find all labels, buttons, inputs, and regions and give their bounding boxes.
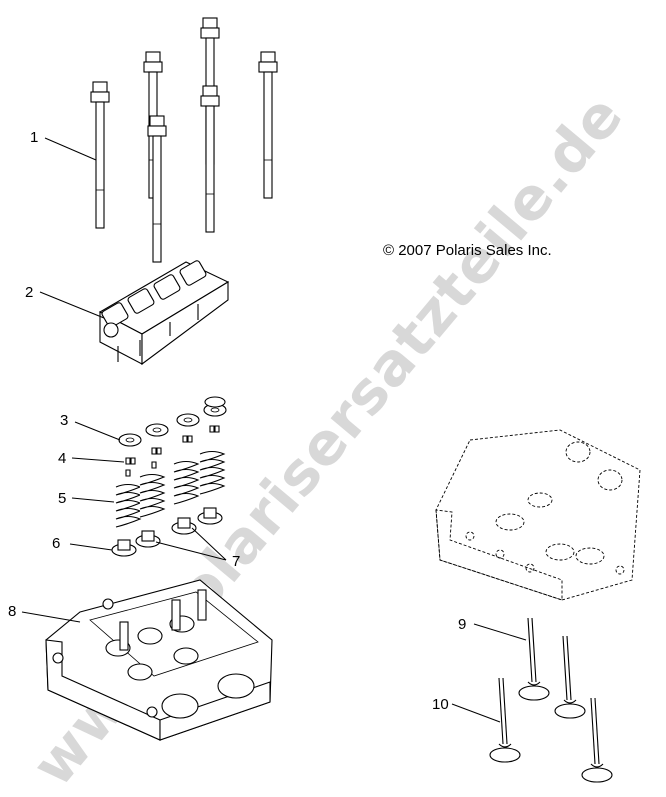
callout-4: 4	[58, 450, 66, 467]
callout-10: 10	[432, 696, 449, 713]
callout-2: 2	[25, 284, 33, 301]
callout-6: 6	[52, 535, 60, 552]
valve-springs	[115, 450, 226, 528]
callout-9: 9	[458, 616, 466, 633]
spring-seats-and-seals	[111, 507, 223, 557]
head-bolt	[90, 81, 110, 229]
callout-3: 3	[60, 412, 68, 429]
reference-cylinder-head	[435, 429, 641, 601]
callout-5: 5	[58, 490, 66, 507]
head-bolt	[258, 51, 278, 199]
copyright-text: © 2007 Polaris Sales Inc.	[383, 242, 552, 259]
callouts: 1 2 3 4 5 6 7 8 9 10	[8, 129, 466, 713]
leader-lines	[21, 137, 527, 723]
callout-7: 7	[232, 553, 240, 570]
head-bolt	[147, 115, 167, 263]
head-bolts	[90, 17, 278, 263]
callout-1: 1	[30, 129, 38, 146]
cylinder-head	[45, 579, 273, 741]
rocker-arm-assembly	[98, 260, 230, 366]
valve-keepers	[125, 425, 220, 477]
exhaust-valves	[489, 677, 613, 783]
intake-valves	[518, 617, 586, 719]
spring-retainers	[118, 396, 227, 447]
head-bolt	[200, 85, 220, 233]
callout-8: 8	[8, 603, 16, 620]
